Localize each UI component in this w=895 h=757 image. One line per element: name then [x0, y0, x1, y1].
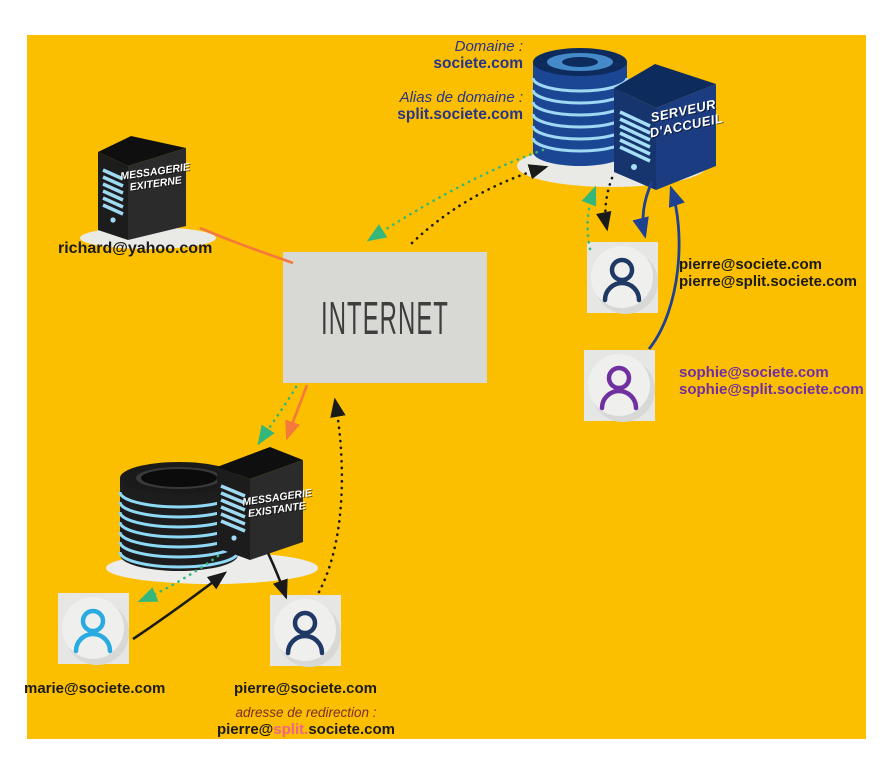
- pierre-right-email-1: pierre@societe.com: [679, 256, 823, 273]
- arrow-blue-sophie-to-accueil: [647, 185, 685, 350]
- sophie-email-1: sophie@societe.com: [679, 364, 829, 381]
- marie-email: marie@societe.com: [24, 680, 166, 697]
- redirect-prefix: pierre@: [216, 721, 274, 738]
- domain-info: Domaine : societe.com Alias de domaine :…: [397, 38, 523, 123]
- server-accueil-icon: [614, 64, 716, 190]
- database-accueil-icon: [531, 48, 629, 166]
- redirect-split: split.: [273, 721, 309, 738]
- redirect-suffix: societe.com: [308, 721, 396, 738]
- sophie-emails: sophie@societe.com sophie@split.societe.…: [679, 364, 864, 398]
- line-orange-externe-to-internet: [199, 226, 294, 265]
- arrow-green-internet-to-existante: [257, 385, 298, 446]
- domain-value: societe.com: [433, 55, 523, 72]
- arrow-black-existante-to-pierre: [266, 552, 288, 600]
- arrow-green-accueil-to-internet: [366, 148, 545, 242]
- server-externe-icon: [98, 136, 186, 240]
- user-icon-pierre-right: [587, 242, 658, 314]
- user-icon-sophie: [584, 350, 655, 422]
- arrow-black-accueil-to-pierre: [596, 176, 614, 232]
- pierre-bottom-email: pierre@societe.com: [234, 680, 378, 697]
- arrow-black-internet-to-accueil: [410, 164, 549, 245]
- user-icon-marie: [58, 593, 129, 665]
- arrow-green-existante-to-marie: [137, 554, 220, 603]
- alias-value: split.societe.com: [397, 106, 523, 123]
- redirect-email: pierre@split.societe.com: [190, 721, 422, 738]
- domain-label: Domaine :: [454, 38, 523, 55]
- flow-arrows: [132, 148, 685, 641]
- arrow-blue-accueil-to-pierre: [632, 181, 654, 239]
- server-existante-icon: [217, 447, 303, 560]
- arrow-black-pierre-to-internet: [317, 397, 346, 594]
- richard-email: richard@yahoo.com: [58, 240, 213, 257]
- user-icon-pierre-bottom: [270, 595, 341, 667]
- arrow-green-pierre-to-accueil: [581, 185, 597, 251]
- arrow-black-marie-to-existante: [132, 571, 228, 641]
- sophie-email-2: sophie@split.societe.com: [679, 381, 864, 398]
- pierre-right-emails: pierre@societe.com pierre@split.societe.…: [679, 256, 857, 290]
- alias-label: Alias de domaine :: [399, 89, 523, 106]
- arrow-orange-internet-to-existante: [285, 384, 309, 441]
- internet-label: INTERNET: [321, 291, 449, 344]
- redirect-label: adresse de redirection :: [235, 705, 377, 720]
- pierre-right-email-2: pierre@split.societe.com: [679, 273, 858, 290]
- internet-box: [283, 252, 487, 383]
